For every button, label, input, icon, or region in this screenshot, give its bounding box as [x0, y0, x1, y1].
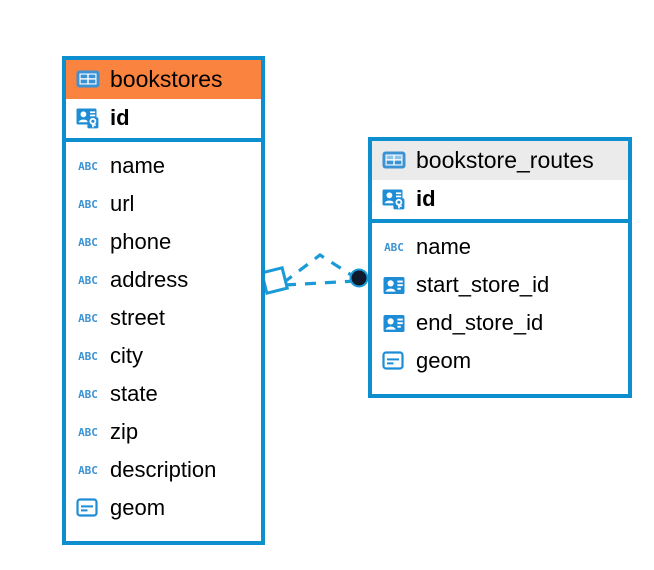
field-row-state[interactable]: ABC state — [75, 375, 252, 413]
abc-text-icon: ABC — [78, 273, 98, 287]
abc-text-icon: ABC — [78, 349, 98, 363]
field-row-id[interactable]: id — [372, 180, 628, 223]
diamond-marker — [259, 265, 290, 296]
field-row-phone[interactable]: ABC phone — [75, 223, 252, 261]
abc-text-icon: ABC — [78, 311, 98, 325]
field-row-city[interactable]: ABC city — [75, 337, 252, 375]
field-label: zip — [110, 419, 139, 444]
geometry-icon — [75, 495, 101, 521]
field-label: geom — [416, 348, 472, 373]
abc-text-icon: ABC — [78, 463, 98, 477]
field-label: name — [416, 234, 472, 259]
primary-key-icon — [381, 186, 407, 212]
field-row-address[interactable]: ABC address — [75, 261, 252, 299]
table-icon — [75, 66, 101, 92]
field-row-description[interactable]: ABC description — [75, 451, 252, 489]
relationship-line-lower — [284, 279, 357, 287]
field-row-name[interactable]: ABC name — [75, 147, 252, 185]
field-label: geom — [110, 495, 166, 520]
field-label: name — [110, 153, 166, 178]
geometry-icon — [381, 348, 407, 374]
field-row-id[interactable]: id — [66, 99, 261, 142]
foreign-key-icon — [381, 272, 407, 298]
field-row-start-store-id[interactable]: start_store_id — [381, 266, 619, 304]
relationship-line-upper — [282, 253, 357, 285]
entity-title: bookstore_routes — [416, 146, 594, 173]
entity-bookstores[interactable]: bookstores id ABC — [62, 56, 265, 545]
abc-text-icon: ABC — [78, 197, 98, 211]
entity-title: bookstores — [110, 65, 223, 92]
field-list-bookstores: ABC name ABC url ABC phone ABC address A… — [66, 142, 261, 535]
foreign-key-icon — [381, 310, 407, 336]
abc-text-icon: ABC — [78, 387, 98, 401]
field-label: end_store_id — [416, 310, 544, 335]
field-label: id — [110, 105, 130, 130]
field-label: street — [110, 305, 166, 330]
entity-header-bookstores[interactable]: bookstores — [66, 60, 261, 99]
field-row-geom[interactable]: geom — [381, 342, 619, 380]
abc-text-icon: ABC — [78, 159, 98, 173]
abc-text-icon: ABC — [78, 235, 98, 249]
entity-bookstore-routes[interactable]: bookstore_routes id ABC — [368, 137, 632, 398]
entity-header-bookstore-routes[interactable]: bookstore_routes — [372, 141, 628, 180]
field-label: phone — [110, 229, 172, 254]
field-row-url[interactable]: ABC url — [75, 185, 252, 223]
field-row-end-store-id[interactable]: end_store_id — [381, 304, 619, 342]
field-row-zip[interactable]: ABC zip — [75, 413, 252, 451]
field-label: address — [110, 267, 189, 292]
field-label: url — [110, 191, 135, 216]
field-row-street[interactable]: ABC street — [75, 299, 252, 337]
field-row-name[interactable]: ABC name — [381, 228, 619, 266]
field-label: city — [110, 343, 143, 368]
abc-text-icon: ABC — [78, 425, 98, 439]
abc-text-icon: ABC — [384, 240, 404, 254]
table-icon — [381, 147, 407, 173]
field-row-geom[interactable]: geom — [75, 489, 252, 527]
field-label: id — [416, 186, 436, 211]
field-list-bookstore-routes: ABC name start_store_id — [372, 223, 628, 388]
field-label: start_store_id — [416, 272, 550, 297]
filled-circle-marker — [349, 268, 369, 288]
field-label: description — [110, 457, 217, 482]
field-label: state — [110, 381, 158, 406]
primary-key-icon — [75, 105, 101, 131]
